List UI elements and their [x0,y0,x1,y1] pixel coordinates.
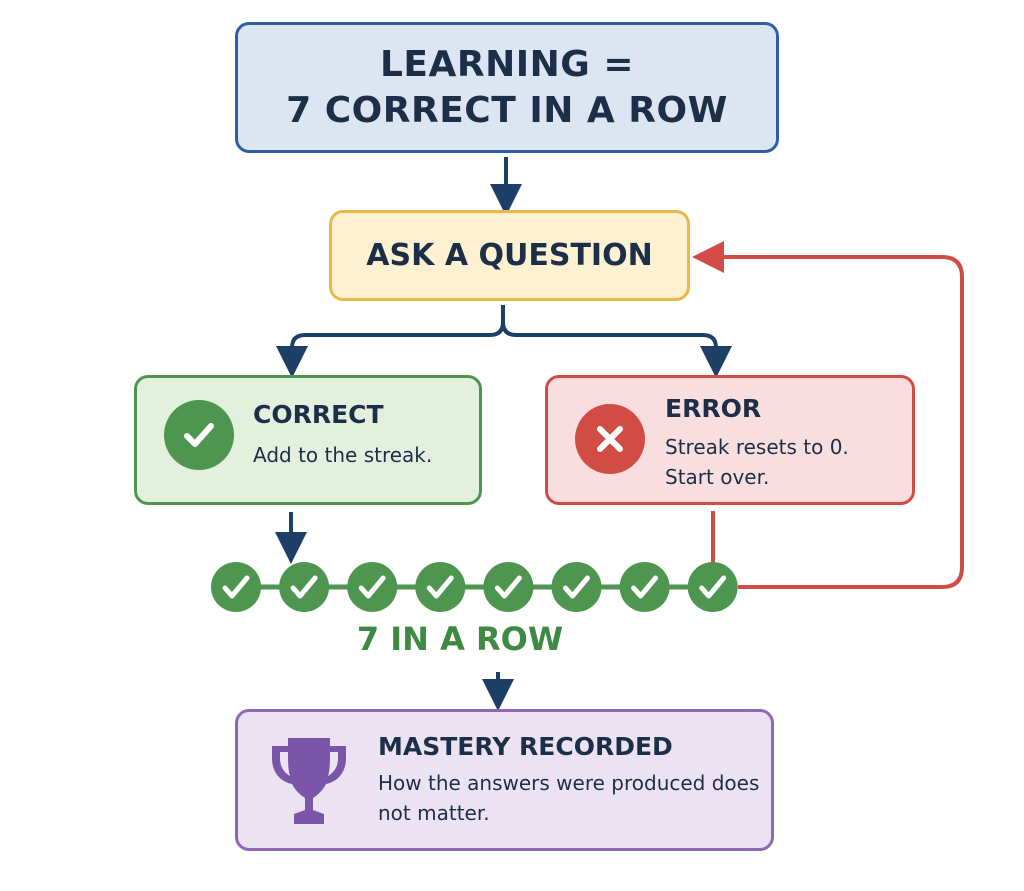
check-icon [494,575,522,599]
check-icon [699,575,727,599]
check-icon [426,575,454,599]
x-icon [575,404,645,474]
check-icon [222,575,250,599]
check-icon [358,575,386,599]
arrow-loop-to-ask [692,241,964,589]
title-line-2: 7 CORRECT IN A ROW [286,89,728,131]
error-box: ERROR Streak resets to 0. Start over. [545,375,915,505]
title-box: LEARNING = 7 CORRECT IN A ROW [235,22,779,153]
check-icon [631,575,659,599]
arrow-ask-to-correct [276,305,505,378]
streak-check-2 [279,562,330,612]
correct-box: CORRECT Add to the streak. [134,375,482,505]
correct-body: Add to the streak. [253,443,433,467]
streak-check-3 [347,562,398,612]
correct-heading: CORRECT [253,400,384,429]
streak-check-1 [211,562,261,612]
error-body: Streak resets to 0. Start over. [665,432,905,492]
streak-circles [211,562,738,612]
ask-question-label: ASK A QUESTION [366,238,653,273]
arrow-ask-to-error [501,321,732,378]
check-icon [290,575,318,599]
error-body-line-1: Streak resets to 0. [665,435,849,459]
streak-label: 7 IN A ROW [356,620,564,658]
error-body-line-2: Start over. [665,465,770,489]
check-icon [563,575,590,599]
streak-check-4 [415,562,466,612]
ask-question-box: ASK A QUESTION [329,210,690,301]
mastery-body: How the answers were produced does not m… [378,771,760,825]
mastery-box: MASTERY RECORDED How the answers were pr… [235,709,774,851]
error-heading: ERROR [665,394,762,423]
check-icon [164,400,234,470]
trophy-icon [272,738,346,824]
streak-check-5 [483,562,534,612]
title-line-1: LEARNING = [379,43,634,85]
streak-check-7 [619,562,670,612]
streak-check-8 [687,562,738,612]
mastery-heading: MASTERY RECORDED [378,732,673,761]
streak-check-6 [551,562,602,612]
